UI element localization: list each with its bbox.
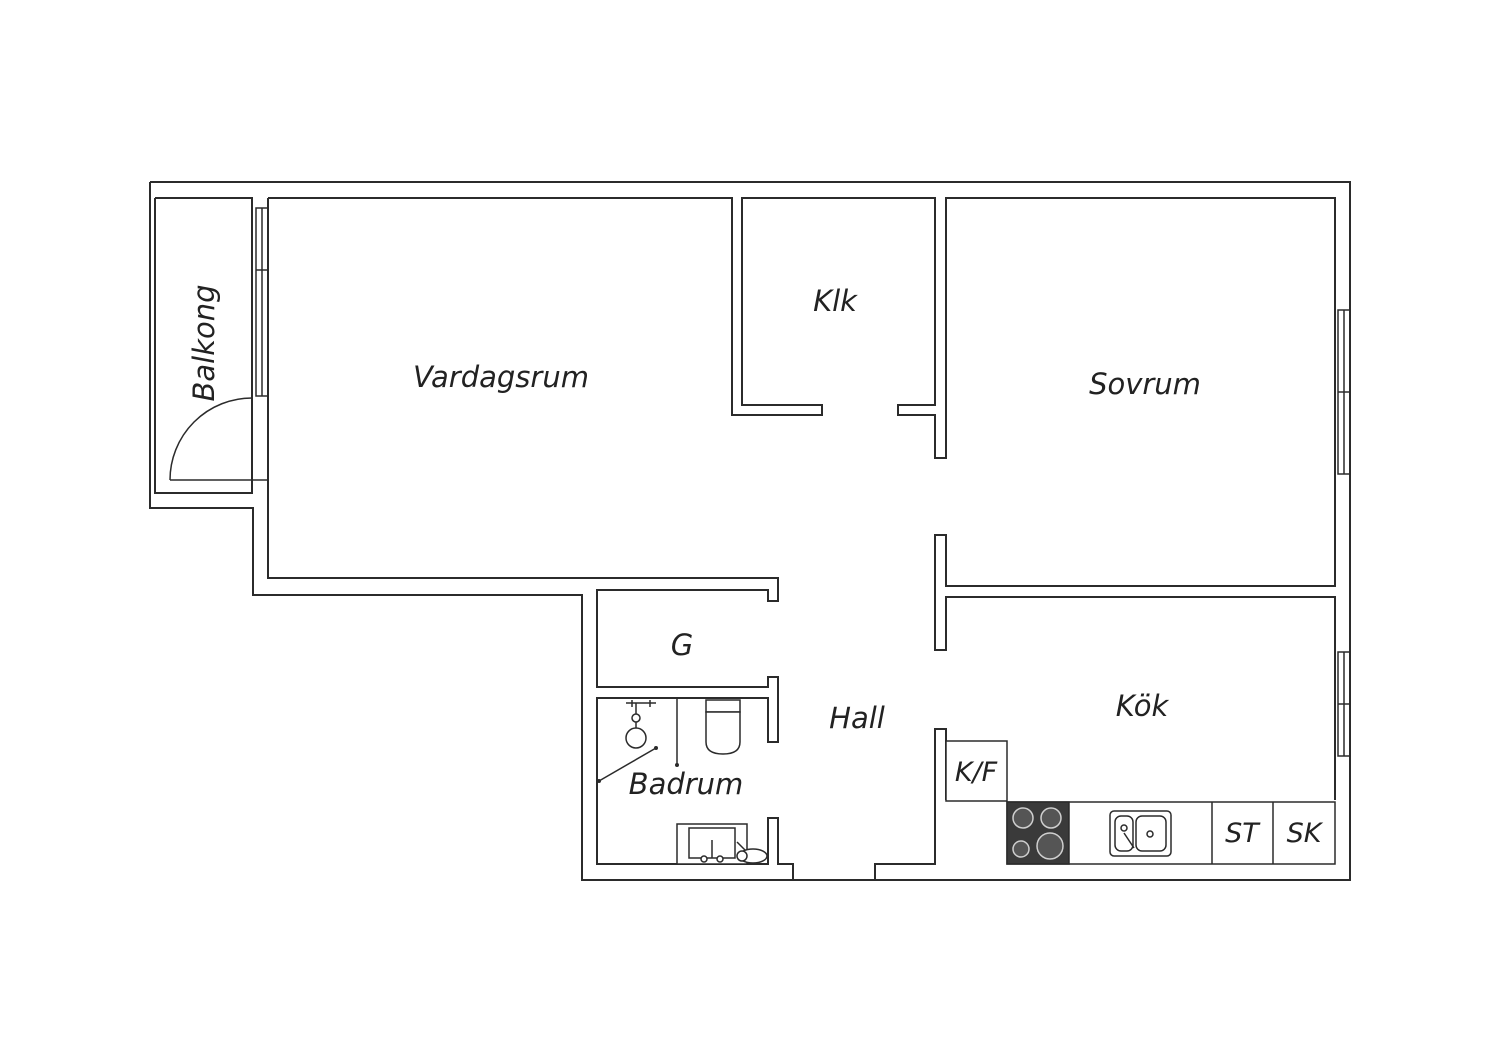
exterior-walls [149,181,1351,881]
room-label-badrum: Badrum [629,767,744,801]
kitchen-fixtures [945,740,1336,865]
toilet-icon [705,699,741,755]
room-label-g: G [671,628,693,662]
burner-icon [1036,832,1064,860]
room-label-sovrum: Sovrum [1089,367,1201,401]
windows [255,207,1351,757]
appliance-label-st: ST [1225,818,1261,849]
sink-icon [1109,810,1172,857]
burner-icon [1012,807,1034,829]
bathroom-fixtures [597,698,768,865]
appliance-label-kf: K/F [955,757,998,788]
appliance-label-sk: SK [1287,818,1324,849]
fridge-freezer [945,740,1008,802]
room-label-vardagsrum: Vardagsrum [413,360,589,394]
room-label-balkong: Balkong [187,284,221,401]
washbasin-icon [676,823,748,865]
room-label-hall: Hall [829,701,885,735]
shower-icon [597,698,679,783]
room-label-klk: Klk [813,284,858,318]
burner-icon [1040,807,1062,829]
room-label-kok: Kök [1116,689,1170,723]
balcony-door [169,397,269,578]
washer-icon [736,841,768,864]
burner-icon [1012,840,1030,858]
